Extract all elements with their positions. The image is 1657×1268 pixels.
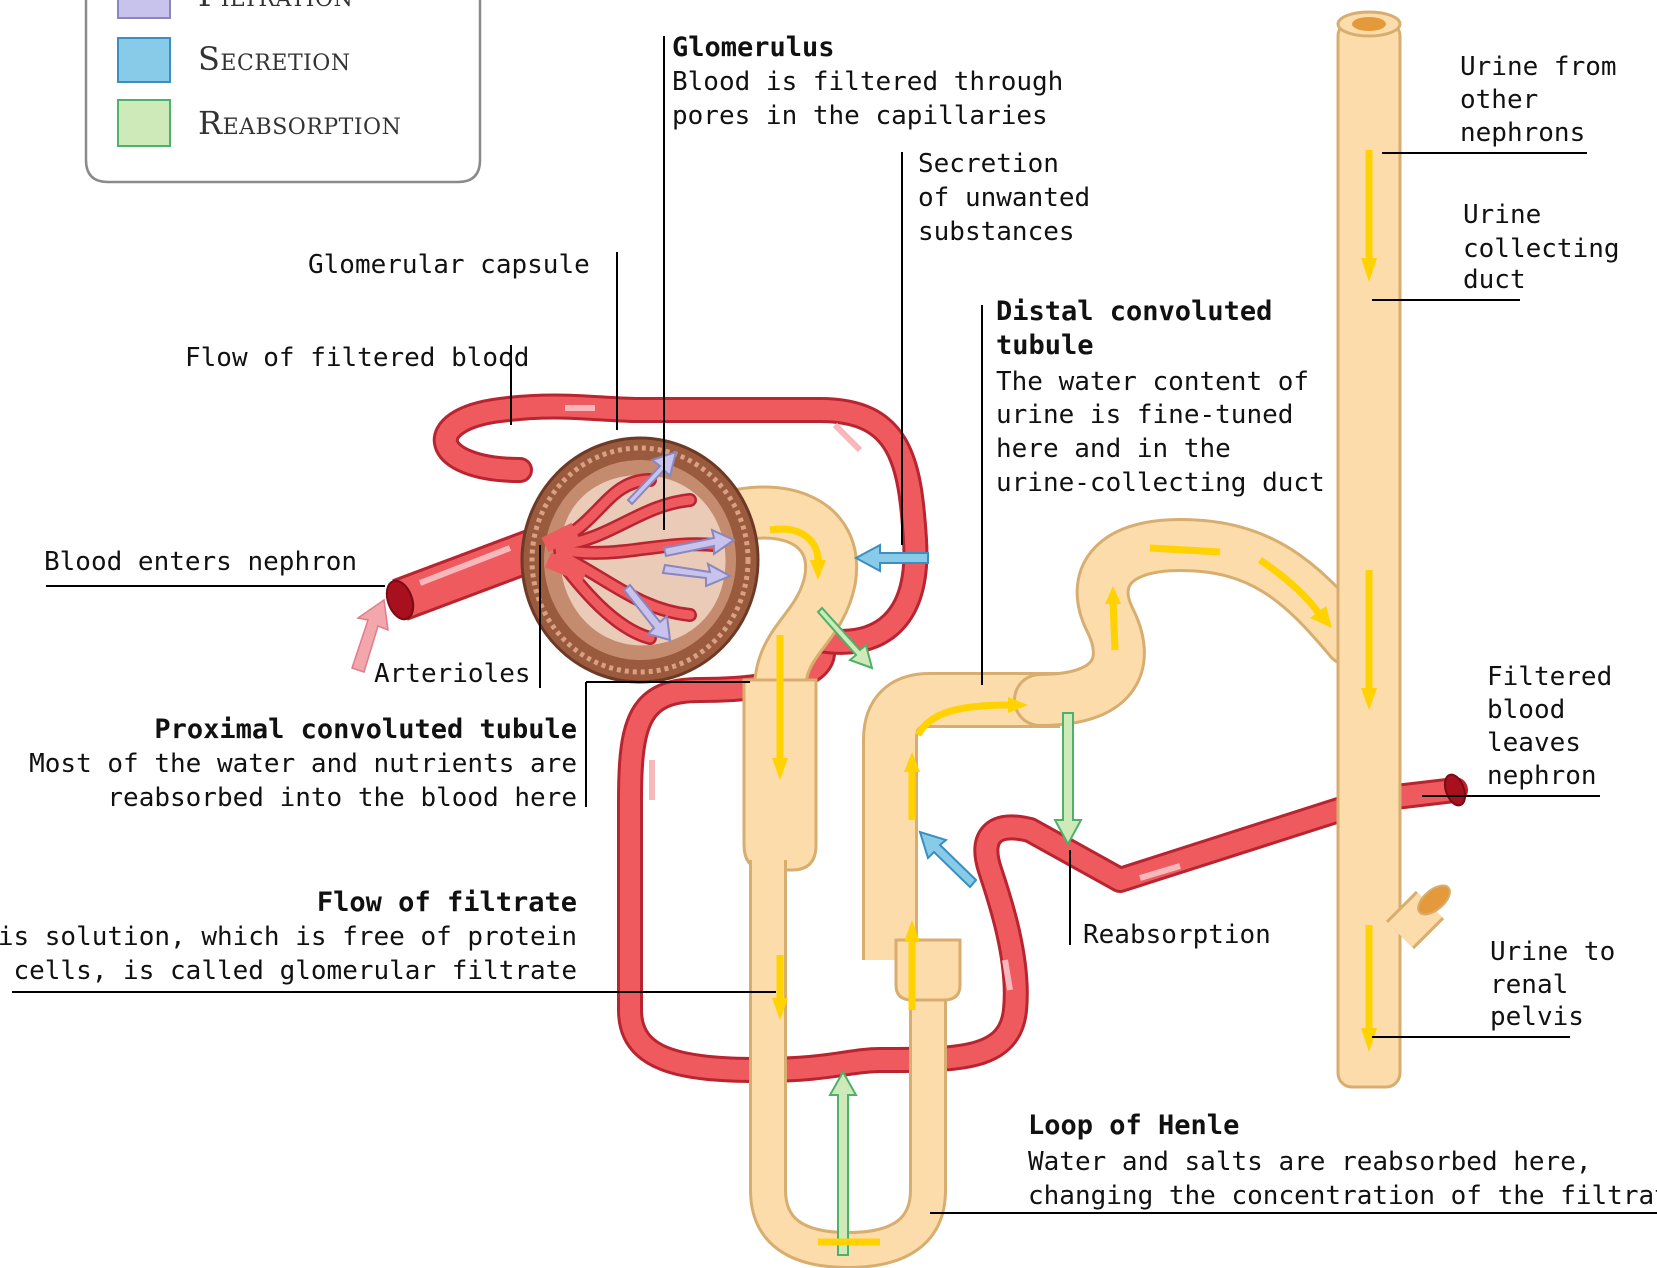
henle-desc-2: changing the concentration of the filtra… [1028,1181,1657,1211]
proximal-title: Proximal convoluted tubule [154,714,577,745]
filtered-blood-leaves-3: leaves [1487,728,1581,758]
collecting-duct-1: Urine [1463,200,1541,230]
flow-filtered-blood-label: Flow of filtered blood [185,343,529,373]
glomerular-capsule-label: Glomerular capsule [308,250,590,280]
arterioles-label: Arterioles [374,659,531,689]
urine-other-nephrons-3: nephrons [1460,118,1585,148]
distal-desc-2: urine is fine-tuned [996,400,1293,430]
glomerulus-desc-1: Blood is filtered through [672,67,1063,97]
henle-title: Loop of Henle [1028,1110,1239,1141]
collecting-duct-3: duct [1463,265,1526,295]
filtered-blood-leaves-2: blood [1487,695,1565,725]
collecting-duct-2: collecting [1463,234,1620,264]
distal-desc-3: here and in the [996,434,1231,464]
urine-other-nephrons-1: Urine from [1460,52,1617,82]
urine-other-nephrons-2: other [1460,85,1538,115]
distal-desc-4: urine-collecting duct [996,468,1325,498]
reabsorption-label: Reabsorption [1083,920,1271,950]
distal-title-2: tubule [996,330,1094,361]
filtrate-title: Flow of filtrate [317,887,577,918]
legend-swatch-reabsorption [118,100,170,146]
legend-label-secretion: Secretion [198,40,351,78]
distal-desc-1: The water content of [996,367,1309,397]
filtrate-desc-1: This solution, which is free of protein [0,922,577,952]
legend-item-secretion: Secretion [118,38,351,82]
glomerulus-desc-2: pores in the capillaries [672,101,1048,131]
secretion-label-2: of unwanted [918,183,1090,213]
legend: Filtration Secretion Reabsorption [86,0,480,182]
legend-item-reabsorption: Reabsorption [118,100,401,146]
blood-enters-label: Blood enters nephron [44,547,357,577]
legend-label-reabsorption: Reabsorption [198,104,401,142]
distal-title-1: Distal convoluted [996,296,1272,327]
urine-renal-1: Urine to [1490,937,1615,967]
legend-swatch-filtration [118,0,170,18]
filtered-blood-leaves-4: nephron [1487,761,1597,791]
urine-renal-2: renal [1490,970,1568,1000]
proximal-desc-1: Most of the water and nutrients are [29,749,577,779]
legend-label-filtration: Filtration [198,0,353,14]
filtered-blood-leaves-1: Filtered [1487,662,1612,692]
glomerulus-title: Glomerulus [672,32,835,63]
secretion-label-3: substances [918,217,1075,247]
urine-renal-3: pelvis [1490,1002,1584,1032]
henle-desc-1: Water and salts are reabsorbed here, [1028,1147,1592,1177]
legend-swatch-secretion [118,38,170,82]
secretion-label-1: Secretion [918,149,1059,179]
filtrate-desc-2: and cells, is called glomerular filtrate [0,956,577,986]
proximal-desc-2: reabsorbed into the blood here [107,783,577,813]
